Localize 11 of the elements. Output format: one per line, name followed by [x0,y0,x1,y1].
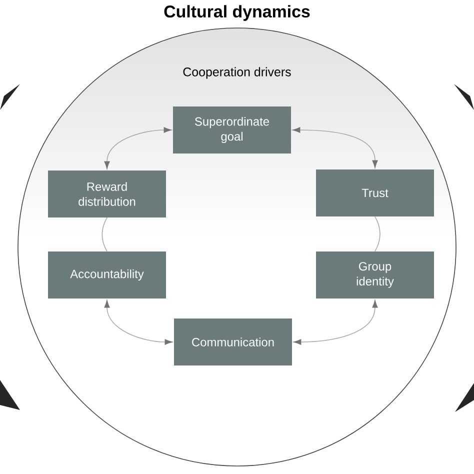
title: Cultural dynamics [164,5,310,21]
process-box: Accountability [48,252,166,298]
process-box: Communication [174,318,292,366]
arrow [292,127,378,168]
arrow [294,300,378,345]
process-box: Reward distribution [48,170,166,218]
process-box: Group identity [316,252,434,298]
process-box: Superordinate goal [173,106,291,154]
arrow [104,300,172,345]
arrow [104,127,172,169]
process-box: Trust [316,170,434,216]
